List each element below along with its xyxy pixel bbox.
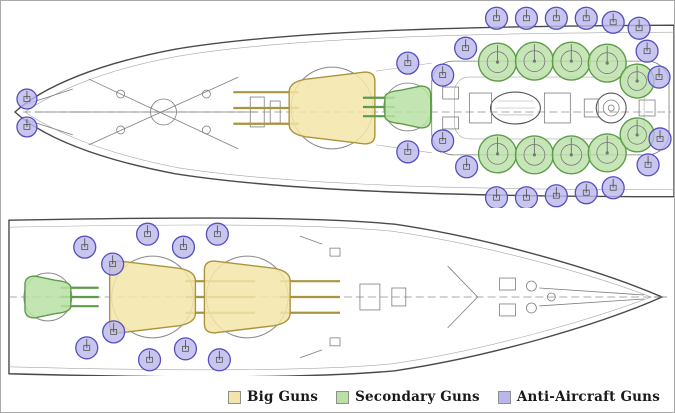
big-guns-swatch bbox=[228, 390, 242, 404]
anti-aircraft-gun-mount bbox=[574, 6, 598, 30]
secondary-gun-mount bbox=[551, 41, 591, 81]
anti-aircraft-gun-mount bbox=[135, 222, 160, 246]
anti-aircraft-gun-mount bbox=[75, 336, 99, 360]
secondary-gun-mount bbox=[551, 135, 591, 175]
anti-aircraft-gun-mount bbox=[396, 51, 420, 75]
aft-half-plan-view bbox=[13, 6, 674, 208]
anti-aircraft-gun-mount bbox=[102, 320, 126, 344]
anti-aircraft-gun-mount bbox=[635, 39, 659, 63]
bow-half-plan-view bbox=[8, 217, 668, 376]
anti-aircraft-gun-mount bbox=[455, 155, 479, 179]
anti-aircraft-gun-mount bbox=[16, 88, 38, 110]
anti-aircraft-gun-mount bbox=[601, 10, 625, 34]
legend-item-secondary-guns: Secondary Guns bbox=[336, 389, 480, 405]
anti-aircraft-gun-mount bbox=[431, 129, 455, 153]
anti-aircraft-gun-mount bbox=[648, 127, 672, 151]
secondary-gun-mount bbox=[514, 135, 555, 175]
anti-aircraft-gun-mount bbox=[454, 36, 478, 60]
anti-aircraft-gun-mount bbox=[484, 6, 509, 30]
secondary-gun-mount bbox=[587, 43, 627, 83]
secondary-gun-mount bbox=[587, 133, 627, 173]
secondary-gun-turret bbox=[362, 85, 432, 129]
secondary-gun-mount bbox=[477, 134, 518, 174]
anti-aircraft-gun-mount bbox=[16, 116, 38, 138]
big-gun-turret bbox=[233, 71, 376, 145]
anti-aircraft-gun-mount bbox=[627, 16, 651, 40]
turret-body bbox=[288, 71, 376, 145]
secondary-guns-swatch bbox=[336, 390, 350, 404]
secondary-guns-label: Secondary Guns bbox=[355, 389, 480, 405]
big-guns-label: Big Guns bbox=[247, 389, 319, 405]
turret-body bbox=[108, 260, 197, 334]
legend-item-anti-aircraft-guns: Anti-Aircraft Guns bbox=[497, 389, 660, 405]
turret-body bbox=[384, 85, 432, 129]
aft-gun-overlays bbox=[16, 6, 672, 208]
anti-aircraft-gun-mount bbox=[636, 153, 660, 177]
anti-aircraft-gun-mount bbox=[514, 186, 539, 208]
anti-aircraft-gun-mount bbox=[601, 176, 625, 200]
legend-item-big-guns: Big Guns bbox=[228, 389, 318, 405]
anti-aircraft-gun-mount bbox=[173, 337, 198, 361]
legend: Big Guns Secondary Guns Anti-Aircraft Gu… bbox=[228, 389, 660, 405]
secondary-gun-mount bbox=[619, 117, 655, 153]
turret-body bbox=[24, 275, 72, 319]
anti-aircraft-gun-mount bbox=[544, 6, 568, 30]
bow-gun-overlays bbox=[23, 222, 340, 372]
big-gun-turret bbox=[203, 260, 340, 334]
secondary-gun-mount bbox=[477, 42, 518, 82]
anti-aircraft-gun-mount bbox=[205, 222, 229, 246]
anti-aircraft-gun-mount bbox=[544, 184, 568, 208]
anti-aircraft-gun-mount bbox=[484, 186, 509, 208]
secondary-gun-mount bbox=[514, 41, 555, 81]
anti-aircraft-gun-mount bbox=[396, 140, 420, 164]
secondary-gun-turret bbox=[24, 275, 99, 319]
anti-aircraft-guns-label: Anti-Aircraft Guns bbox=[516, 389, 660, 405]
anti-aircraft-gun-mount bbox=[101, 252, 125, 276]
turret-body bbox=[203, 260, 291, 334]
anti-aircraft-gun-mount bbox=[647, 65, 671, 89]
anti-aircraft-gun-mount bbox=[514, 6, 539, 30]
anti-aircraft-gun-mount bbox=[207, 348, 231, 372]
anti-aircraft-gun-mount bbox=[574, 181, 598, 205]
anti-aircraft-gun-mount bbox=[171, 235, 196, 259]
anti-aircraft-gun-mount bbox=[137, 348, 162, 372]
anti-aircraft-gun-mount bbox=[73, 235, 97, 259]
anti-aircraft-guns-swatch bbox=[497, 390, 511, 404]
anti-aircraft-gun-mount bbox=[431, 63, 455, 87]
